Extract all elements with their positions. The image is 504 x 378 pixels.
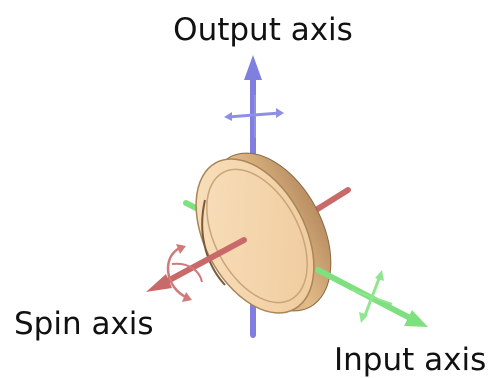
output-axis-label: Output axis [173, 12, 353, 48]
spin-rotation-marker [166, 244, 203, 302]
output-axis-arrowhead [244, 55, 262, 80]
output-rotation-marker [224, 95, 284, 138]
spin-axis-arrowhead [146, 274, 172, 292]
input-axis [315, 267, 428, 327]
input-axis-arrowhead [404, 310, 428, 327]
spin-axis-label: Spin axis [14, 306, 154, 342]
input-axis-label: Input axis [334, 342, 486, 378]
rotor-disk [195, 152, 332, 314]
spin-axis [146, 237, 247, 302]
input-rotation-marker [351, 270, 393, 323]
